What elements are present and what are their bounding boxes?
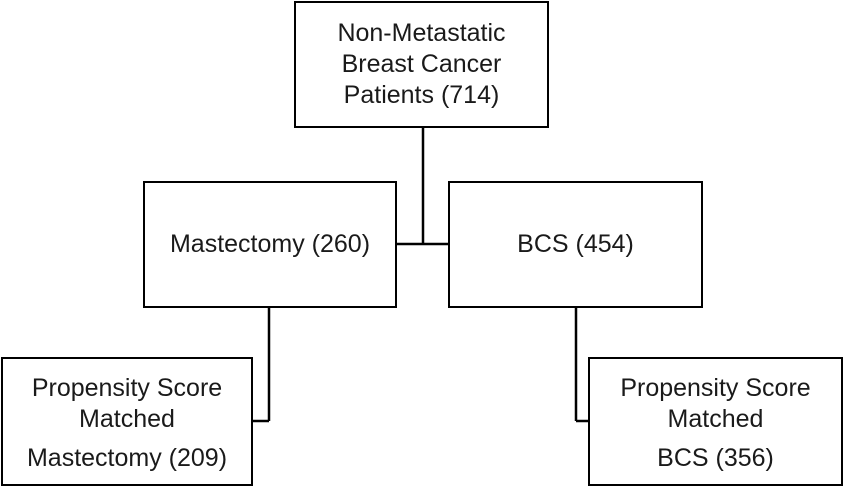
node-bcs-label: BCS (454) bbox=[517, 230, 634, 258]
node-psm-bcs-line-2: Matched bbox=[667, 405, 764, 433]
node-root-line-3: Patients (714) bbox=[343, 81, 500, 109]
node-psm-bcs-line-1: Propensity Score bbox=[620, 374, 811, 402]
node-psm-bcs: Propensity Score Matched BCS (356) bbox=[588, 357, 843, 486]
node-psm-mastectomy: Propensity Score Matched Mastectomy (209… bbox=[1, 357, 253, 486]
node-root: Non-Metastatic Breast Cancer Patients (7… bbox=[294, 1, 549, 128]
node-mastectomy: Mastectomy (260) bbox=[143, 181, 397, 308]
node-psm-mastectomy-line-3: Mastectomy (209) bbox=[26, 444, 228, 472]
node-mastectomy-label: Mastectomy (260) bbox=[169, 230, 371, 258]
node-root-line-2: Breast Cancer bbox=[341, 50, 502, 78]
node-bcs: BCS (454) bbox=[448, 181, 703, 308]
node-psm-mastectomy-line-1: Propensity Score bbox=[31, 374, 223, 402]
node-root-line-1: Non-Metastatic bbox=[337, 19, 506, 47]
node-psm-mastectomy-line-2: Matched bbox=[79, 405, 175, 433]
node-psm-bcs-line-3: BCS (356) bbox=[657, 444, 774, 472]
